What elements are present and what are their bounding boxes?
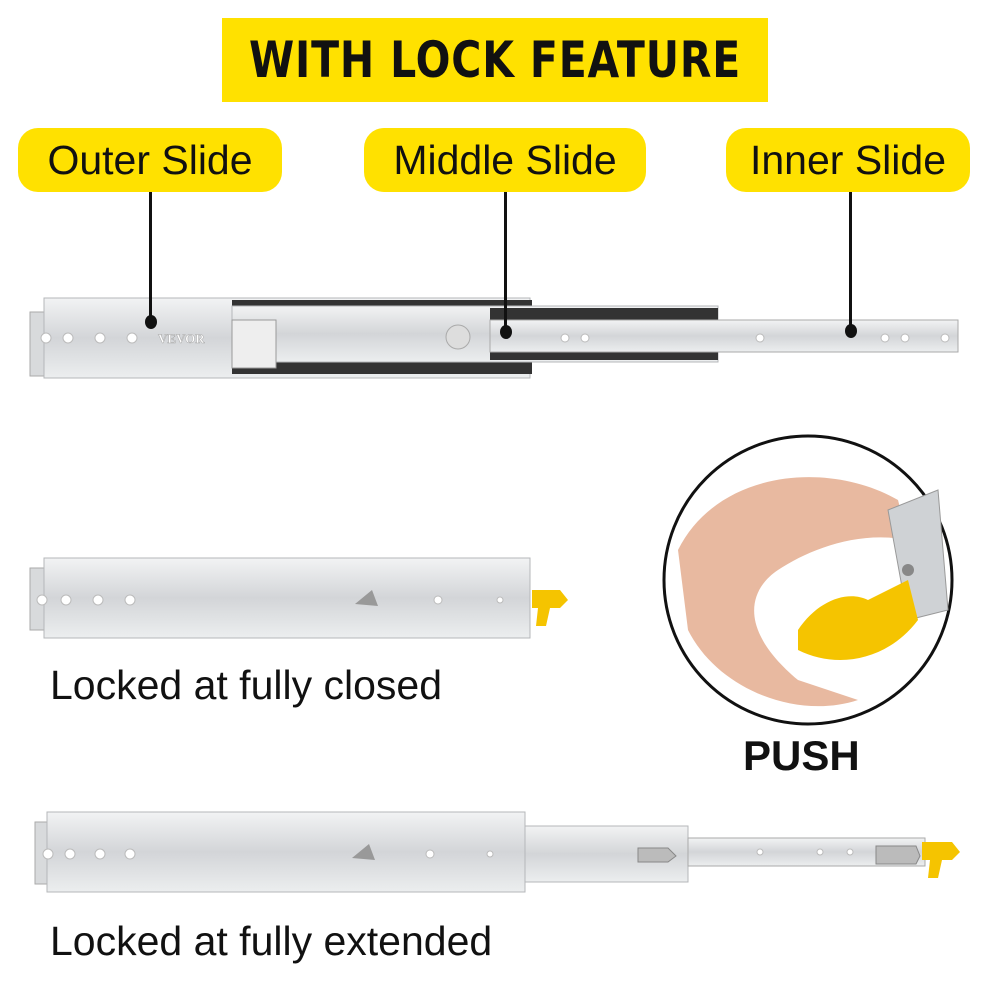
caption-extended: Locked at fully extended [50,918,493,964]
push-label: PUSH [743,732,860,779]
middle-slide-leader [504,192,507,330]
caption-closed: Locked at fully closed [50,662,443,708]
inner-slide-leader [849,192,852,328]
title-banner: WITH LOCK FEATURE [222,18,768,102]
extended-slide-illustration [34,811,960,893]
slide-assembly-illustration: VEVOR [29,297,959,379]
closed-slide-illustration [29,557,568,639]
outer-slide-marker [145,315,157,329]
lock-lever-extended [922,842,960,878]
lock-lever [532,590,568,626]
push-lock-photo [662,434,954,726]
label-outer-slide: Outer Slide [18,128,282,192]
outer-slide-leader [149,192,152,320]
label-middle-slide: Middle Slide [364,128,646,192]
middle-slide-marker [500,325,512,339]
title: WITH LOCK FEATURE [248,31,742,89]
label-inner-slide: Inner Slide [726,128,970,192]
inner-slide-marker [845,324,857,338]
vevor-stamp: VEVOR [158,331,205,346]
